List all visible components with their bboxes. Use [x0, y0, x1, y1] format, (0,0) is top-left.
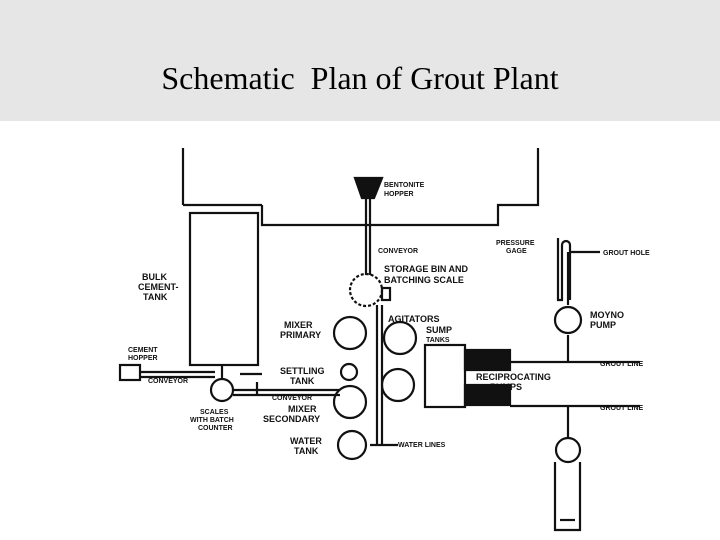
water-tank — [336, 429, 368, 461]
label-scales-3: COUNTER — [198, 425, 233, 432]
label-storage-bin-1: STORAGE BIN AND — [384, 264, 469, 274]
label-conveyor-top: CONVEYOR — [378, 248, 418, 255]
bulk-cement-tank — [188, 211, 260, 367]
label-water-lines: WATER LINES — [398, 442, 446, 449]
label-bentonite-hopper-1: BENTONITE — [384, 182, 425, 189]
label-scales-2: WITH BATCH — [190, 417, 234, 424]
label-scales-1: SCALES — [200, 409, 229, 416]
label-agitators: AGITATORS — [388, 314, 440, 324]
agitator-1 — [382, 320, 418, 356]
label-bulk-cement-3: TANK — [143, 292, 168, 302]
cement-hopper — [118, 363, 142, 382]
label-mixer-secondary-1: MIXER — [288, 404, 317, 414]
label-storage-bin-2: BATCHING SCALE — [384, 275, 464, 285]
reciprocating-pumps — [423, 343, 467, 409]
diagram-lines — [118, 148, 640, 532]
label-cement-hopper-2: HOPPER — [128, 355, 158, 362]
label-reciprocating-1: RECIPROCATING — [476, 372, 551, 382]
label-bulk-cement-1: BULK — [142, 272, 167, 282]
grout-hole-pipe — [553, 462, 582, 532]
label-conveyor-left: CONVEYOR — [148, 378, 188, 385]
label-settling-1: SETTLING — [280, 366, 325, 376]
settling-tank — [339, 362, 359, 382]
label-bentonite-hopper-2: HOPPER — [384, 191, 414, 198]
pressure-gage — [556, 238, 572, 302]
label-sump-1: SUMP — [426, 325, 452, 335]
mixer-secondary — [332, 384, 368, 420]
label-reciprocating-2: PUMPS — [490, 382, 522, 392]
mixer-primary — [332, 315, 368, 351]
label-mixer-secondary-2: SECONDARY — [263, 414, 320, 424]
building-outline — [181, 148, 540, 227]
label-pressure-gage-1: PRESSURE — [496, 240, 535, 247]
moyno-pump — [553, 305, 583, 335]
label-sump-2: TANKS — [426, 337, 450, 344]
label-bulk-cement-2: CEMENT- — [138, 282, 179, 292]
agitator-2 — [380, 367, 416, 403]
label-water-tank-1: WATER — [290, 436, 322, 446]
bentonite-hopper — [353, 176, 384, 200]
label-cement-hopper-1: CEMENT — [128, 347, 158, 354]
label-grout-line-1: GROUT LINE — [600, 361, 643, 368]
storage-bin — [348, 272, 384, 308]
slide-title: Schematic Plan of Grout Plant — [161, 60, 559, 96]
title-banner — [0, 0, 720, 121]
label-grout-line-2: GROUT LINE — [600, 405, 643, 412]
scales-with-batch-counter — [209, 377, 235, 403]
label-grout-hole: GROUT HOLE — [603, 250, 650, 257]
label-moyno-2: PUMP — [590, 320, 616, 330]
label-moyno-1: MOYNO — [590, 310, 624, 320]
label-conveyor-mid: CONVEYOR — [272, 395, 312, 402]
label-settling-2: TANK — [290, 376, 315, 386]
label-water-tank-2: TANK — [294, 446, 319, 456]
label-pressure-gage-2: GAGE — [506, 248, 527, 255]
label-mixer-primary-1: MIXER — [284, 320, 313, 330]
label-mixer-primary-2: PRIMARY — [280, 330, 321, 340]
